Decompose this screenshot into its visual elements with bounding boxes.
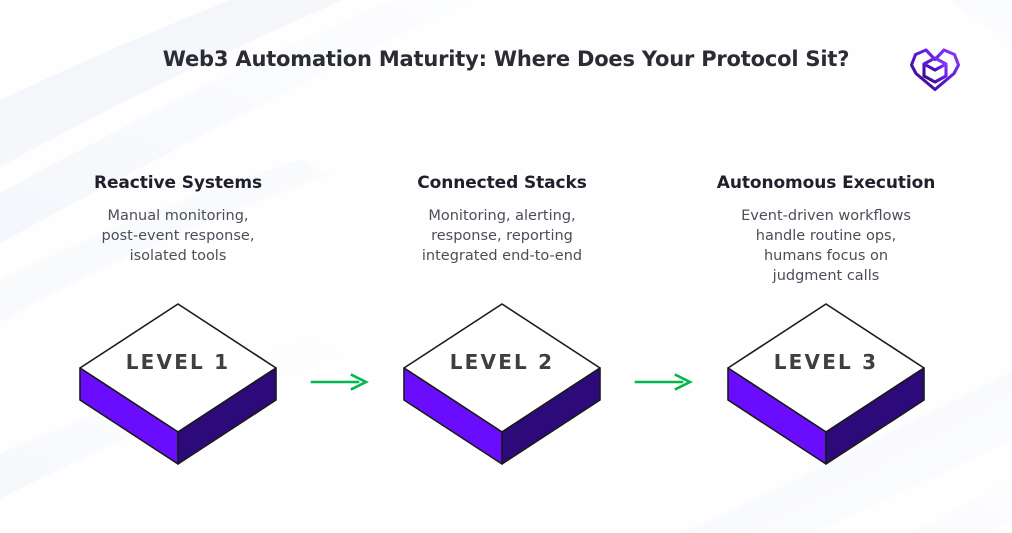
isometric-box-shape xyxy=(79,303,277,465)
stage-column-2: Connected Stacks Monitoring, alerting, r… xyxy=(377,172,627,266)
stage-1-description: Manual monitoring, post-event response, … xyxy=(101,208,255,264)
isometric-box-shape xyxy=(403,303,601,465)
stage-2-description: Monitoring, alerting, response, reportin… xyxy=(421,208,583,264)
level-2-isometric-box[interactable]: LEVEL 2 xyxy=(398,298,606,470)
level-1-isometric-box[interactable]: LEVEL 1 xyxy=(74,298,282,470)
stage-column-1: Reactive Systems Manual monitoring, post… xyxy=(53,172,303,266)
stage-column-3: Autonomous Execution Event-driven workfl… xyxy=(701,172,951,286)
stage-2-heading: Connected Stacks xyxy=(417,173,587,193)
stage-1-heading: Reactive Systems xyxy=(94,173,262,193)
isometric-box-shape xyxy=(727,303,925,465)
arrow-stage2-to-stage3-icon xyxy=(634,373,693,391)
hexagon-cube-logo-icon xyxy=(909,48,961,92)
stage-3-heading: Autonomous Execution xyxy=(716,173,936,193)
stage-3-description: Event-driven workflows handle routine op… xyxy=(741,208,911,284)
page-title: Web3 Automation Maturity: Where Does You… xyxy=(162,47,850,71)
level-3-isometric-box[interactable]: LEVEL 3 xyxy=(722,298,930,470)
arrow-stage1-to-stage2-icon xyxy=(310,373,369,391)
